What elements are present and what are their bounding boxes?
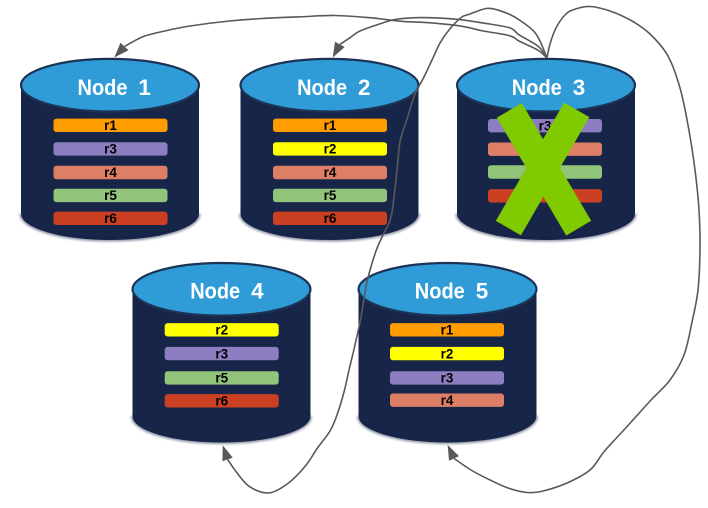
svg-text:r1: r1 [441, 323, 454, 338]
svg-text:r5: r5 [104, 188, 117, 203]
svg-text:r2: r2 [441, 346, 454, 361]
svg-text:r4: r4 [104, 165, 117, 180]
svg-text:r6: r6 [104, 211, 117, 226]
svg-text:r3: r3 [215, 346, 228, 361]
svg-text:r6: r6 [215, 394, 228, 409]
svg-text:r1: r1 [324, 118, 337, 133]
svg-text:r3: r3 [104, 142, 117, 157]
svg-text:r1: r1 [104, 118, 117, 133]
svg-text:r5: r5 [324, 188, 337, 203]
svg-text:r3: r3 [441, 371, 454, 386]
svg-text:r2: r2 [324, 142, 337, 157]
svg-text:r5: r5 [215, 371, 228, 386]
svg-text:r2: r2 [215, 323, 228, 338]
svg-text:r4: r4 [324, 165, 337, 180]
svg-text:r6: r6 [324, 211, 337, 226]
svg-text:r4: r4 [441, 393, 454, 408]
